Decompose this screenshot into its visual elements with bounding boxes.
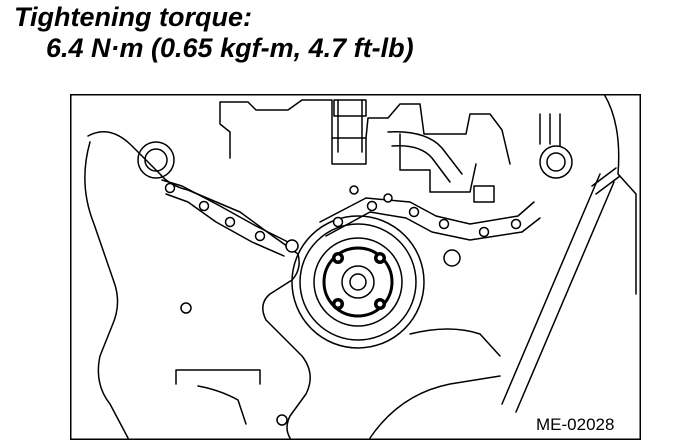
figure-reference-code: ME-02028: [536, 415, 614, 434]
engine-front-diagram: ME-02028: [70, 94, 641, 440]
torque-heading: Tightening torque: 6.4 N·m (0.65 kgf-m, …: [14, 2, 414, 64]
crank-pulley-center: [341, 265, 375, 299]
bolt-rail-right: [319, 197, 541, 241]
left-plug: [137, 141, 175, 179]
cover-outline: [87, 131, 311, 439]
housing-bracket: [399, 133, 477, 193]
pulley-bolt-center: [335, 301, 341, 307]
right-plug-inner: [546, 152, 566, 172]
sensor-block: [473, 185, 495, 203]
small-boss-left: [180, 302, 192, 314]
bolt: [254, 230, 266, 242]
crank-pulley-bore: [349, 273, 367, 291]
bolt: [285, 239, 299, 253]
torque-value: 6.4 N·m (0.65 kgf-m, 4.7 ft-lb): [46, 33, 414, 63]
vertical-pipe: [337, 99, 363, 153]
dipstick-clamp: [591, 167, 621, 195]
pulley-bolts: [332, 252, 386, 310]
lower-curve: [197, 385, 247, 425]
bolt: [408, 206, 420, 218]
bolt-rail-left: [161, 179, 289, 257]
pulley-bolt-center: [335, 255, 341, 261]
bolt: [510, 218, 522, 230]
crank-pulley-hub-ring: [313, 237, 403, 327]
torque-label: Tightening torque:: [14, 2, 252, 32]
right-plug: [539, 145, 573, 179]
crank-pulley-outer: [291, 215, 425, 349]
bolt: [332, 216, 344, 228]
bolt: [198, 200, 210, 212]
crank-pulley-hub: [322, 246, 394, 318]
lower-bracket: [175, 369, 261, 385]
figure-frame: [70, 94, 641, 440]
bolt: [438, 218, 450, 230]
idler-mount: [443, 249, 461, 267]
bolt: [383, 193, 393, 203]
pulley-bolt-center: [377, 301, 383, 307]
crank-pulley-groove: [299, 223, 417, 341]
pipe-collar: [333, 99, 367, 117]
small-boss-bottom: [276, 414, 288, 426]
bolt: [349, 185, 359, 195]
diagram-canvas: ME-02028: [70, 94, 641, 440]
housing-step: [331, 137, 367, 165]
left-plug-inner: [144, 148, 168, 172]
bent-hose: [387, 131, 463, 183]
bolt: [366, 200, 378, 212]
bolt: [164, 182, 176, 194]
bolt: [224, 216, 236, 228]
cover-bolts: [164, 182, 522, 253]
lower-arc: [369, 375, 501, 439]
cover-left-edge: [84, 141, 129, 439]
lower-rib: [409, 328, 501, 357]
bolt: [478, 226, 490, 238]
pulley-bolt-center: [377, 255, 383, 261]
dipstick-tube: [501, 173, 615, 413]
right-body-edge: [603, 94, 637, 295]
right-studs: [539, 113, 561, 147]
